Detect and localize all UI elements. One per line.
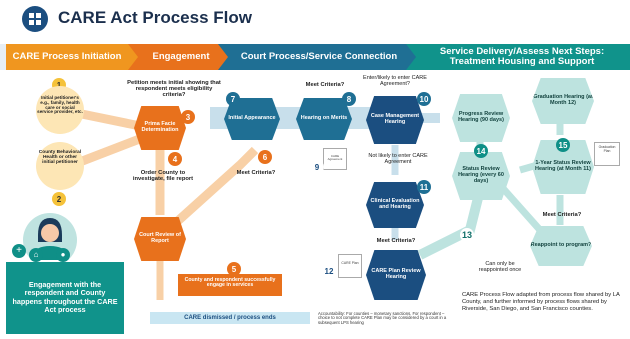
step-12-number: 12 (322, 264, 336, 278)
step-8-text: Hearing on Merits (300, 115, 348, 122)
care-agreement-document-icon: CARE Agreement (323, 148, 347, 170)
step-5-text: County and respondent successfully engag… (184, 277, 276, 289)
step-13-number: 13 (460, 228, 474, 242)
logo-icon (22, 6, 48, 32)
step-11-text: Clinical Evaluation and Hearing (370, 198, 420, 210)
care-plan-document-icon: CARE Plan (338, 254, 362, 278)
page-title: CARE Act Process Flow (58, 8, 252, 27)
icon-badge-person: ● (56, 248, 70, 262)
reappoint-text: Reappoint to program? (530, 242, 592, 249)
step-15-text: 1-Year Status Review Hearing (at Month 1… (535, 160, 591, 172)
step-10-number: 10 (417, 92, 431, 106)
care-plan-doc-label: CARE Plan (341, 261, 359, 265)
graduation-plan-doc-label: Graduation Plan (598, 145, 616, 153)
step-14-text: Status Review Hearing (every 60 days) (458, 166, 504, 184)
engagement-note: Engagement with the respondent and Count… (12, 280, 118, 314)
care-plan-review-hearing: CARE Plan Review Hearing (366, 250, 426, 300)
step-11-clinical-evaluation: Clinical Evaluation and Hearing (366, 182, 424, 228)
graduation-hearing: Graduation Hearing (at Month 12) (532, 78, 594, 124)
step-10-case-management: Case Management Hearing (366, 96, 424, 144)
meet-criteria-8: Meet Criteria? (305, 82, 345, 88)
step-1-node (36, 86, 84, 134)
progress-review-text: Progress Review Hearing (90 days) (458, 111, 504, 123)
step-3-prima-facie: Prima Facie Determination (134, 106, 186, 150)
step-5-number: 5 (227, 262, 241, 276)
step-8-number: 8 (342, 92, 356, 106)
step-11-number: 11 (417, 180, 431, 194)
step-2-number: 2 (52, 192, 66, 206)
step-8-hearing-merits: Hearing on Merits (296, 98, 352, 140)
phase-engagement: Engagement (152, 50, 210, 62)
meet-criteria-15: Meet Criteria? (542, 212, 582, 218)
dismissed-bar (150, 312, 310, 324)
icon-badge-plus: + (12, 244, 26, 258)
phase-initiation: CARE Process Initiation (12, 50, 122, 62)
step-5-box (178, 274, 282, 296)
accountability-note: Accountability: For counties – monetary … (318, 311, 447, 325)
progress-review-hearing: Progress Review Hearing (90 days) (452, 94, 510, 142)
step-15-number: 15 (556, 138, 570, 152)
not-likely-label: Not likely to enter CARE Agreement (368, 153, 428, 165)
reappoint-decision: Reappoint to program? (530, 226, 592, 266)
step-9-number: 9 (310, 160, 324, 174)
engagement-note-box (6, 262, 124, 334)
step-7-text: Initial Appearance (228, 115, 276, 122)
step-7-number: 7 (226, 92, 240, 106)
care-agreement-doc-label: CARE Agreement (327, 154, 343, 162)
dismissed-label: CARE dismissed / process ends (184, 315, 276, 321)
only-reappointed-label: Can only be reappointed once (478, 261, 522, 273)
phase-court-process: Court Process/Service Connection (240, 50, 398, 62)
step-14-status-review: Status Review Hearing (every 60 days) (452, 152, 510, 200)
footnote: CARE Process Flow adapted from process f… (462, 292, 620, 313)
care-plan-review-text: CARE Plan Review Hearing (371, 268, 421, 280)
icon-badge-home: ⌂ (29, 248, 43, 262)
step-2-node (36, 142, 84, 190)
person-illustration (18, 210, 82, 267)
step-3-number: 3 (181, 110, 195, 124)
meet-criteria-6: Meet Criteria? (236, 170, 276, 176)
step-6-number: 6 (258, 150, 272, 164)
step-14-number: 14 (474, 144, 488, 158)
step-4-court-review: Court Review of Report (134, 217, 186, 261)
step-10-text: Case Management Hearing (370, 113, 420, 125)
step-4-text: Court Review of Report (139, 232, 181, 244)
meet-criteria-11: Meet Criteria? (376, 238, 416, 244)
graduation-text: Graduation Hearing (at Month 12) (533, 94, 593, 106)
petition-meets-question: Petition meets initial showing that resp… (127, 80, 221, 99)
phase-header-band (0, 44, 630, 70)
graduation-plan-document-icon: Graduation Plan (594, 142, 620, 166)
phase-service-delivery: Service Delivery/Assess Next Steps: Trea… (439, 45, 605, 67)
enter-agreement-label: Enter/likely to enter CARE Agreement? (363, 75, 427, 87)
step-3-text: Prima Facie Determination (141, 121, 179, 133)
step-1-text: Initial petitioner's e.g., family, healt… (37, 95, 83, 115)
step-2-text: County Behavioral Health or other initia… (38, 150, 82, 166)
step-4-number: 4 (168, 152, 182, 166)
order-county-label: Order County to investigate, file report (132, 170, 194, 183)
